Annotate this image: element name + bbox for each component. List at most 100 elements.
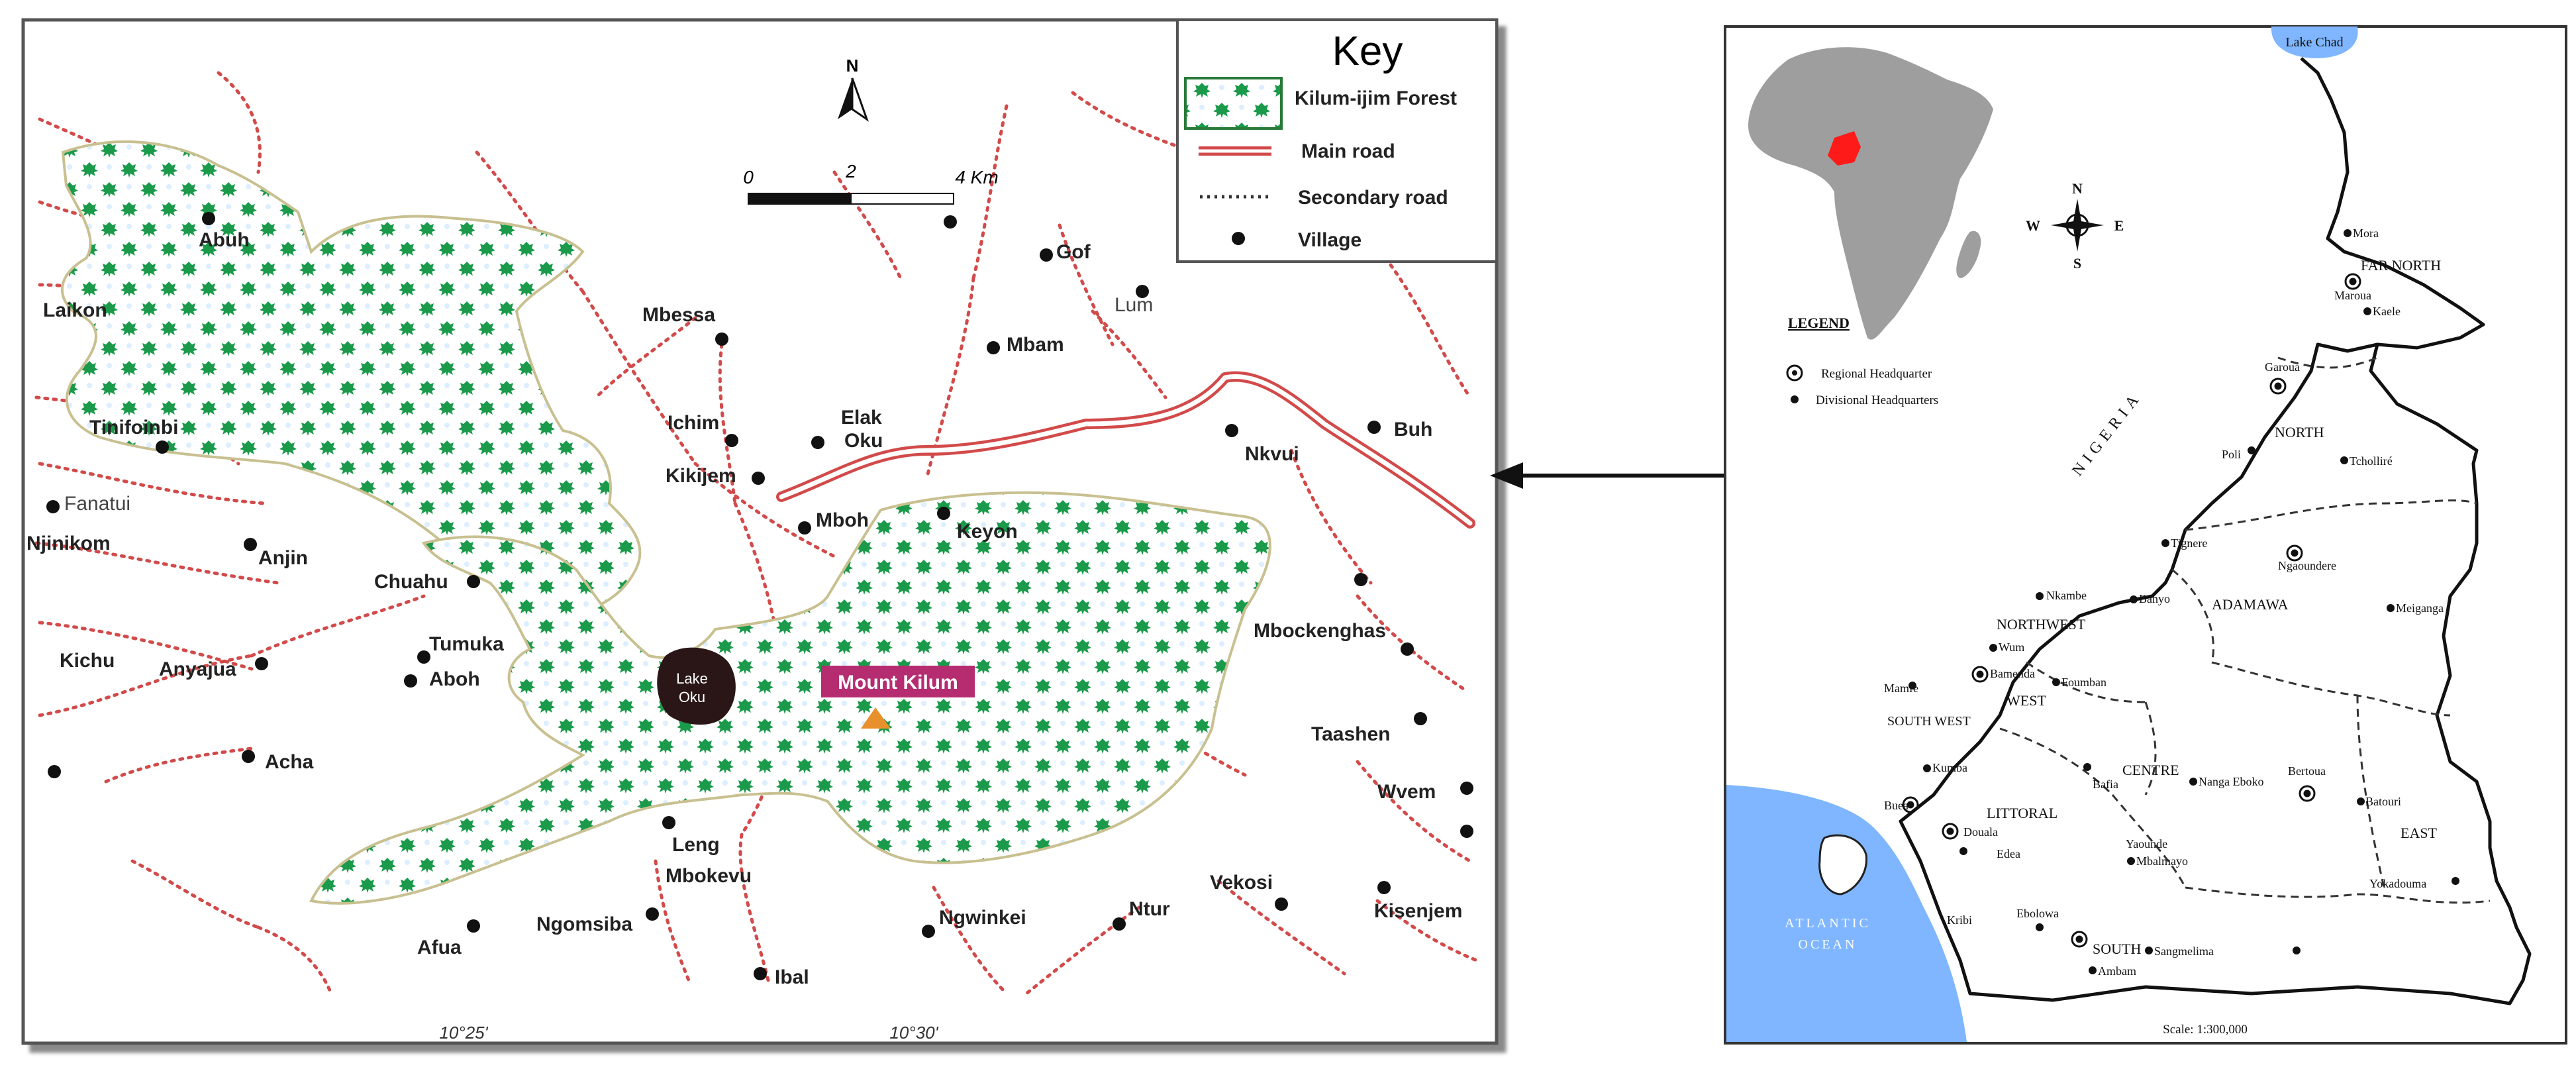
ocean-label-line1: ATLANTIC bbox=[1785, 916, 1871, 931]
town-label: Meiganga bbox=[2396, 601, 2444, 615]
africa-shape bbox=[1748, 47, 1993, 340]
region-label: NORTHWEST bbox=[1997, 616, 2086, 633]
town-label: Wum bbox=[1999, 640, 2024, 654]
divisional-hq-dots bbox=[1908, 229, 2459, 974]
scale-tick: 4 Km bbox=[955, 167, 998, 187]
village-label: Leng bbox=[672, 834, 720, 856]
village-label: Fanatui bbox=[64, 493, 130, 515]
forest-pattern-icon bbox=[1184, 77, 1283, 130]
key-item-label: Kilum-ijim Forest bbox=[1295, 87, 1457, 109]
town-label: Ambam bbox=[2098, 964, 2136, 978]
scale-tick: 0 bbox=[743, 167, 754, 187]
village-label: Kichu bbox=[60, 650, 115, 672]
village-label: Mbam bbox=[1007, 334, 1064, 356]
region-label: LITTORAL bbox=[1987, 805, 2057, 821]
village-label: Buh bbox=[1394, 419, 1432, 440]
region-label: FAR NORTH bbox=[2361, 257, 2441, 274]
village-dot-icon bbox=[1232, 232, 1245, 245]
lake-chad-label: Lake Chad bbox=[2285, 35, 2343, 50]
north-arrow-label: N bbox=[846, 56, 859, 76]
village-label: Nkvui bbox=[1245, 443, 1299, 465]
region-label: SOUTH bbox=[2093, 941, 2141, 957]
regional-hq-icon bbox=[1786, 364, 1803, 382]
village-label: Tinifoinbi bbox=[89, 417, 178, 438]
ocean-label-line2: OCEAN bbox=[1799, 937, 1858, 952]
town-label: Edea bbox=[1997, 847, 2020, 860]
village-dots bbox=[46, 212, 1473, 980]
regional-hq-markers bbox=[1902, 273, 2361, 948]
scale-tick: 2 bbox=[845, 161, 856, 181]
town-label: Bertoua bbox=[2288, 764, 2326, 778]
mount-kilum-label-bg bbox=[821, 666, 975, 697]
legend-item-label: Regional Headquarter bbox=[1821, 367, 1932, 381]
key-item-label: Village bbox=[1298, 229, 1362, 251]
village-label: Mbockenghas bbox=[1254, 620, 1386, 642]
town-label: Mbalmayo bbox=[2136, 854, 2188, 868]
town-label: Poli bbox=[2222, 448, 2241, 461]
village-label: Ngomsiba bbox=[536, 913, 632, 935]
town-labels: Mora Maroua Kaele Garoua Poli Tcholliré … bbox=[1884, 227, 2444, 978]
village-labels: Abuh Laikon Tinifoinbi Fanatui Njinikom … bbox=[26, 229, 1462, 988]
atlantic-ocean bbox=[1726, 785, 1967, 1042]
legend-item-label: Divisional Headquarters bbox=[1816, 393, 1938, 407]
region-label: ADAMAWA bbox=[2212, 596, 2289, 613]
village-label: Laikon bbox=[43, 299, 107, 321]
compass-n: N bbox=[2072, 180, 2083, 197]
village-label: Afua bbox=[417, 937, 462, 958]
town-label: Buea bbox=[1884, 799, 1908, 812]
town-label: Tignere bbox=[2171, 537, 2207, 550]
region-label: NORTH bbox=[2275, 424, 2324, 440]
region-label: CENTRE bbox=[2122, 762, 2179, 778]
village-label: Anjin bbox=[258, 547, 308, 569]
key-item-label: Main road bbox=[1301, 140, 1395, 162]
village-label: Taashen bbox=[1311, 723, 1391, 745]
village-label: Ngwinkei bbox=[939, 907, 1026, 929]
scale-text: Scale: 1:300,000 bbox=[2163, 1023, 2248, 1037]
town-label: Nanga Eboko bbox=[2199, 775, 2263, 788]
village-label: Vekosi bbox=[1210, 872, 1273, 894]
town-label: Yokadouma bbox=[2369, 877, 2426, 890]
town-label: Nkambe bbox=[2046, 589, 2087, 602]
left-study-area-map: Lake Oku Mount Kilum bbox=[21, 18, 1499, 1045]
village-label: Oku bbox=[844, 430, 883, 452]
village-label: Kisenjem bbox=[1374, 900, 1462, 922]
town-label: Bamenda bbox=[1990, 667, 2035, 680]
town-label: Batouri bbox=[2365, 795, 2401, 808]
town-label: Ebolowa bbox=[2016, 907, 2059, 920]
village-label: Njinikom bbox=[26, 533, 111, 554]
north-arrow-icon: N bbox=[838, 56, 869, 122]
legend-title: LEGEND bbox=[1788, 315, 1850, 331]
divisional-hq-icon bbox=[1791, 395, 1799, 403]
village-label: Mboh bbox=[816, 509, 869, 531]
village-label: Gof bbox=[1056, 241, 1091, 263]
town-label: Kaele bbox=[2373, 305, 2401, 318]
bioko-island bbox=[1818, 834, 1867, 896]
village-label: Wvem bbox=[1377, 781, 1436, 803]
town-label: Kumba bbox=[1932, 761, 1967, 774]
main-road bbox=[776, 371, 1475, 529]
longitude-label: 10°25' bbox=[439, 1023, 488, 1043]
town-label: Garoua bbox=[2265, 360, 2300, 374]
town-label: Yaounde bbox=[2126, 837, 2167, 850]
region-label: WEST bbox=[2006, 692, 2046, 709]
town-label: Douala bbox=[1963, 825, 1998, 839]
region-label: SOUTH WEST bbox=[1887, 714, 1971, 729]
region-labels: FAR NORTH NORTH ADAMAWA NORTHWEST WEST S… bbox=[1887, 257, 2441, 957]
compass-rose-icon: N S W E bbox=[2026, 180, 2124, 272]
compass-e: E bbox=[2114, 217, 2124, 234]
legend: LEGEND Regional Headquarter Divisional H… bbox=[1786, 315, 1938, 407]
town-label: Tcholliré bbox=[2350, 454, 2393, 468]
town-label: Maroua bbox=[2334, 289, 2371, 302]
lake-chad bbox=[2271, 26, 2358, 58]
town-label: Mora bbox=[2353, 227, 2379, 240]
region-label: EAST bbox=[2401, 825, 2438, 841]
lake-oku-label-line1: Lake bbox=[676, 670, 708, 687]
compass-w: W bbox=[2026, 217, 2040, 234]
town-label: Banyo bbox=[2139, 592, 2170, 605]
village-label: Mbessa bbox=[642, 304, 715, 326]
mount-kilum-label: Mount Kilum bbox=[838, 672, 958, 693]
longitude-label: 10°30' bbox=[889, 1023, 938, 1043]
cameroon-highlight bbox=[1828, 131, 1861, 166]
madagascar-shape bbox=[1956, 230, 1981, 278]
